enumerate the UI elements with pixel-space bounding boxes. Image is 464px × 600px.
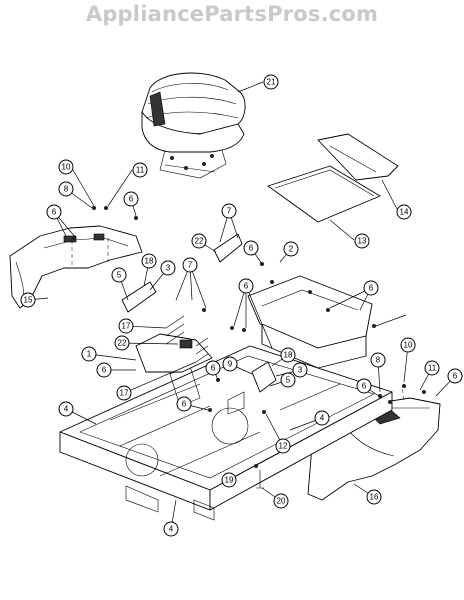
callout-label: 22: [195, 237, 204, 246]
callout-9: 9: [222, 356, 238, 372]
callout-6: 6: [46, 204, 62, 220]
callout-label: 8: [376, 356, 381, 365]
callout-label: 13: [358, 237, 367, 246]
callout-label: 11: [428, 364, 437, 373]
callout-7: 7: [182, 257, 198, 273]
callout-label: 12: [279, 442, 288, 451]
callout-label: 7: [227, 207, 232, 216]
callout-18: 18: [141, 253, 157, 269]
callout-label: 6: [182, 400, 187, 409]
callout-label: 6: [211, 364, 216, 373]
callout-6: 6: [447, 368, 463, 384]
callout-21: 21: [263, 74, 279, 90]
callout-label: 15: [24, 296, 33, 305]
callout-label: 18: [284, 351, 293, 360]
callout-label: 6: [129, 195, 134, 204]
callout-label: 5: [117, 271, 122, 280]
callout-label: 6: [362, 382, 367, 391]
callout-7: 7: [221, 203, 237, 219]
callout-3: 3: [292, 362, 308, 378]
callout-18: 18: [280, 347, 296, 363]
callout-6: 6: [123, 191, 139, 207]
callout-13: 13: [354, 233, 370, 249]
callout-6: 6: [96, 362, 112, 378]
callout-8: 8: [58, 181, 74, 197]
callout-label: 6: [249, 244, 254, 253]
hardware-parts: [72, 206, 426, 489]
callout-label: 20: [277, 497, 286, 506]
callout-label: 1: [87, 350, 92, 359]
callout-6: 6: [238, 278, 254, 294]
callout-11: 11: [132, 162, 148, 178]
callout-label: 16: [370, 493, 379, 502]
callout-label: 22: [118, 339, 127, 348]
callout-label: 2: [289, 245, 294, 254]
callout-10: 10: [58, 159, 74, 175]
callout-label: 11: [136, 166, 145, 175]
callout-15: 15: [20, 292, 36, 308]
callout-6: 6: [176, 396, 192, 412]
callout-label: 6: [52, 208, 57, 217]
callout-6: 6: [243, 240, 259, 256]
frame-part: [59, 345, 393, 521]
callout-label: 4: [64, 405, 69, 414]
callout-20: 20: [273, 493, 289, 509]
callout-22: 22: [114, 335, 130, 351]
callout-label: 6: [102, 366, 107, 375]
callout-3: 3: [160, 260, 176, 276]
callout-label: 7: [188, 261, 193, 270]
callout-5: 5: [280, 372, 296, 388]
callout-4: 4: [163, 521, 179, 537]
callout-4: 4: [58, 401, 74, 417]
callout-label: 17: [120, 389, 129, 398]
callout-17: 17: [118, 318, 134, 334]
callout-label: 6: [453, 372, 458, 381]
callout-6: 6: [205, 360, 221, 376]
callout-label: 10: [404, 341, 413, 350]
callout-11: 11: [424, 360, 440, 376]
callout-label: 10: [62, 163, 71, 172]
callout-label: 3: [298, 366, 303, 375]
callout-19: 19: [221, 472, 237, 488]
callout-label: 14: [400, 208, 409, 217]
callout-label: 8: [64, 185, 69, 194]
callout-5: 5: [111, 267, 127, 283]
callout-label: 6: [244, 282, 249, 291]
watermark: AppliancePartsPros.com: [85, 2, 379, 26]
left-fender-part: [9, 225, 143, 309]
callout-22: 22: [191, 233, 207, 249]
bracket-parts: [121, 233, 277, 415]
callout-label: 21: [267, 78, 276, 87]
callout-label: 4: [169, 525, 174, 534]
callout-14: 14: [396, 204, 412, 220]
callout-label: 18: [145, 257, 154, 266]
callout-label: 17: [122, 322, 131, 331]
callout-17: 17: [116, 385, 132, 401]
callout-16: 16: [366, 489, 382, 505]
callout-label: 19: [225, 476, 234, 485]
callout-1: 1: [81, 346, 97, 362]
callout-8: 8: [370, 352, 386, 368]
floor-mat-parts: [267, 133, 399, 223]
callout-6: 6: [363, 280, 379, 296]
callout-12: 12: [275, 438, 291, 454]
callout-label: 5: [286, 376, 291, 385]
callout-2: 2: [283, 241, 299, 257]
callout-label: 4: [320, 414, 325, 423]
seat-part: [141, 72, 246, 179]
callout-label: 6: [369, 284, 374, 293]
callout-10: 10: [400, 337, 416, 353]
callout-4: 4: [314, 410, 330, 426]
callout-label: 9: [228, 360, 233, 369]
callout-label: 3: [166, 264, 171, 273]
callout-6: 6: [356, 378, 372, 394]
